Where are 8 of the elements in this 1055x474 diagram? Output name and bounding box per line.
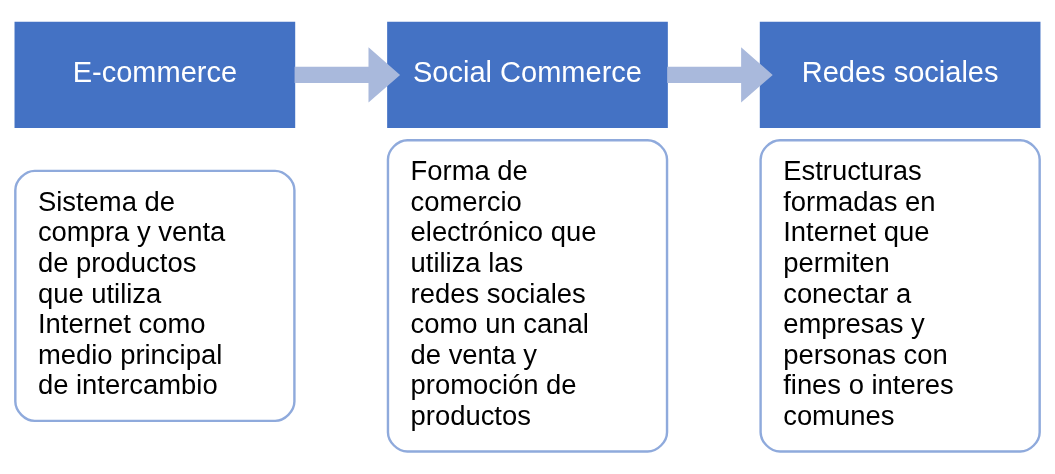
node-box: Redes sociales <box>759 21 1041 129</box>
node-box: Social Commerce <box>387 21 668 129</box>
arrow <box>294 47 401 103</box>
node-box: Estructuras formadas en Internet que permiten conectar a empresas y personas con fines o interes comunes <box>759 139 1041 453</box>
node-box: Sistema de compra y venta de productos que utiliza Internet como medio principal de intercambio <box>14 169 296 423</box>
arrow <box>667 47 773 103</box>
node-box: Forma de comercio electrónico que utiliza las redes sociales como un canal de venta y promoción de productos <box>386 139 669 453</box>
node-box: E-commerce <box>14 21 296 129</box>
